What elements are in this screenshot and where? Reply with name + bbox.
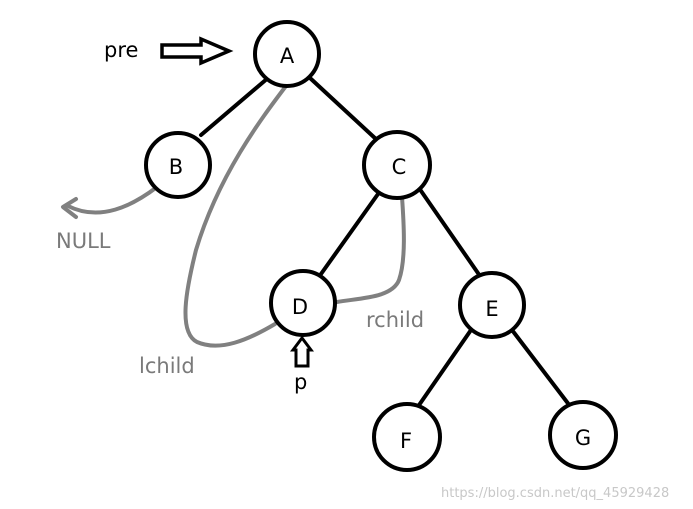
node-a: A <box>253 20 321 88</box>
edge-e-f <box>415 328 473 410</box>
p-label: p <box>294 370 307 394</box>
node-f: F <box>372 402 442 472</box>
edge-e-g <box>510 328 572 408</box>
node-d-label: D <box>292 295 308 319</box>
node-b-label: B <box>169 155 183 179</box>
node-g: G <box>548 400 618 470</box>
node-b: B <box>144 131 212 199</box>
watermark-text: https://blog.csdn.net/qq_45929428 <box>441 486 669 501</box>
node-f-label: F <box>400 429 412 453</box>
node-c: C <box>362 130 432 200</box>
rchild-label: rchild <box>366 308 424 332</box>
p-arrow-icon <box>290 335 314 368</box>
edge-c-d <box>319 192 380 276</box>
thread-b-null <box>66 185 159 215</box>
edge-a-c <box>308 76 379 142</box>
thread-d-rchild-to-c <box>335 195 406 304</box>
node-d: D <box>269 269 337 337</box>
pre-arrow-icon <box>160 36 234 66</box>
thread-links <box>61 80 406 348</box>
node-a-label: A <box>280 44 295 68</box>
tree-edges <box>199 76 572 410</box>
node-e-label: E <box>485 297 498 321</box>
node-c-label: C <box>392 155 407 179</box>
thread-d-lchild-to-a <box>183 80 291 348</box>
lchild-label: lchild <box>139 354 195 378</box>
edge-c-e <box>417 186 482 278</box>
pre-label: pre <box>104 38 138 62</box>
node-e: E <box>458 271 526 339</box>
null-label: NULL <box>56 229 111 253</box>
node-g-label: G <box>575 426 591 450</box>
null-arrowhead <box>61 197 78 219</box>
edge-a-b <box>199 76 270 137</box>
